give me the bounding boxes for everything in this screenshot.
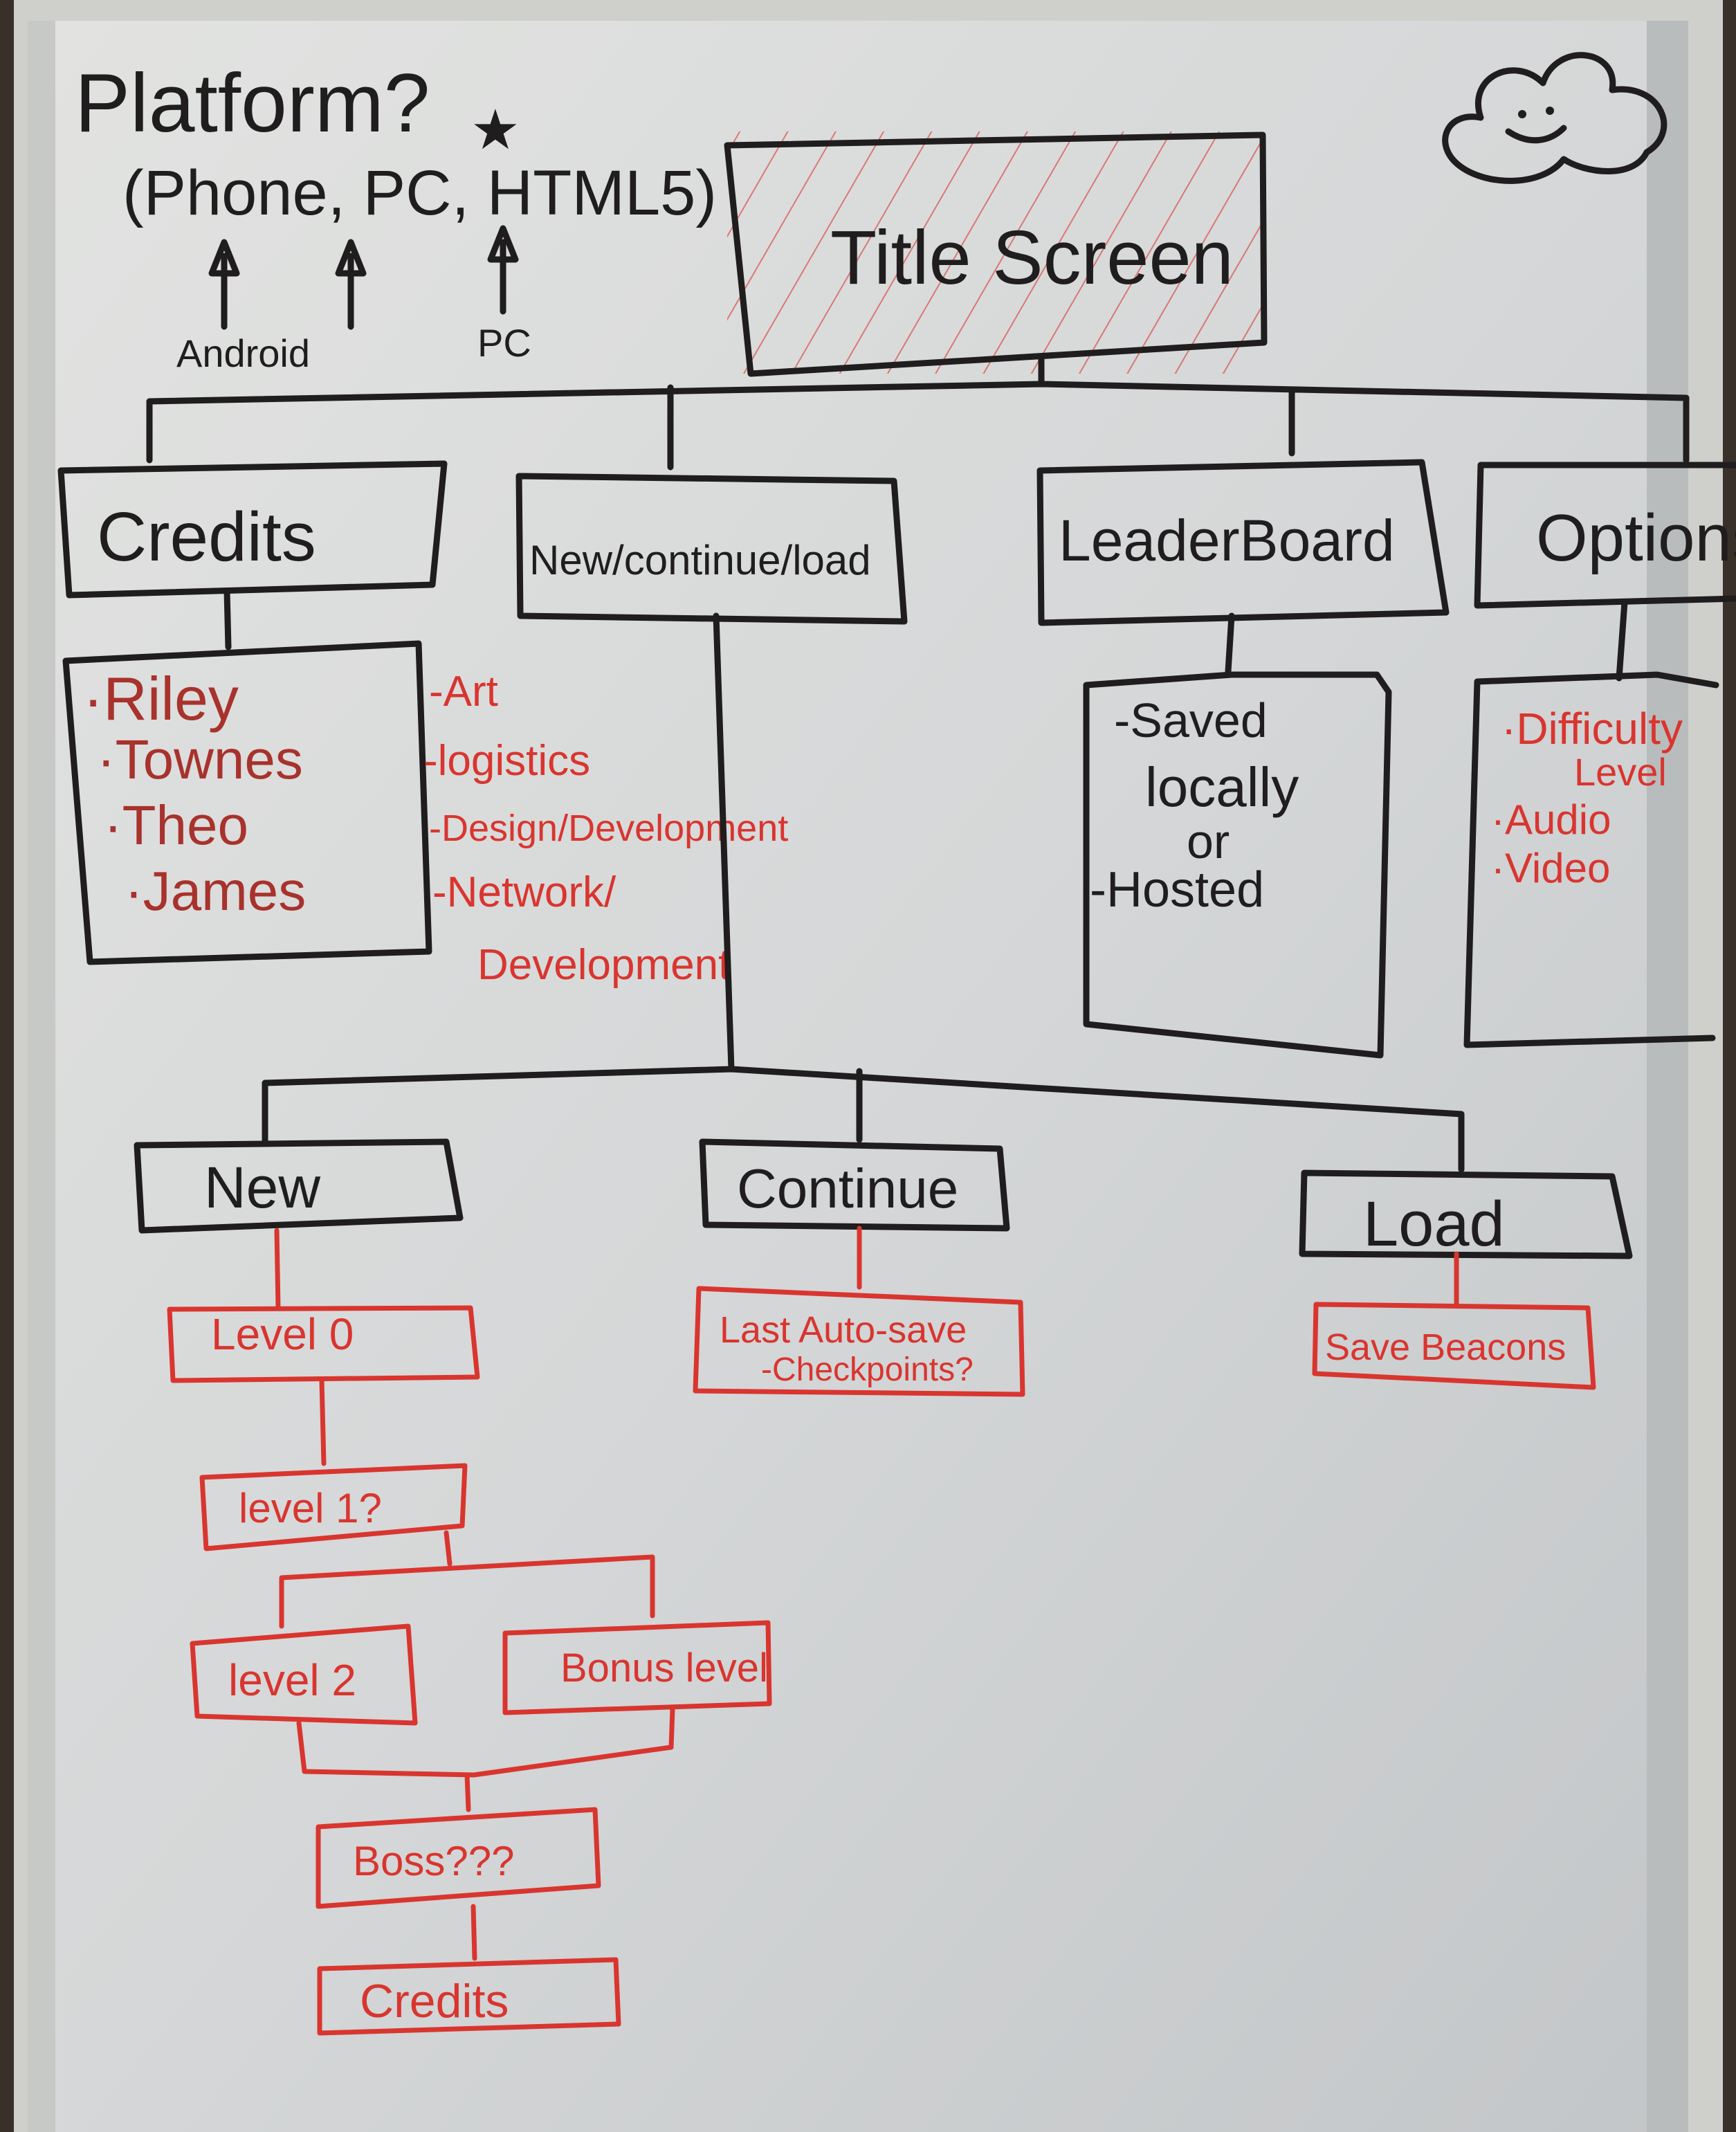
level0-node: Level 0 [167,1305,480,1383]
svg-text:·James: ·James [125,860,306,922]
svg-text:Continue: Continue [737,1158,958,1219]
svg-text:·Riley: ·Riley [83,664,239,733]
svg-text:Development: Development [477,941,730,989]
svg-text:-Hosted: -Hosted [1090,862,1264,918]
svg-text:Level 0: Level 0 [211,1309,354,1359]
platform-options: (Phone, PC, HTML5) [122,158,717,228]
load-node: Load [1299,1169,1633,1259]
boss-to-credits-connector [470,1904,477,1961]
game-mode-connectors [262,612,1465,1173]
new-continue-load-node: New/continue/load [515,473,908,625]
leaderboard-connector [1225,612,1235,675]
level0-to-level1-connector [319,1378,327,1466]
platform-heading: Platform? [75,57,430,149]
svg-text:-Network/: -Network/ [432,868,616,916]
arrow-label-pc: PC [477,321,531,365]
svg-text:-Design/Development: -Design/Development [429,808,788,849]
level2-node: level 2 [190,1623,418,1726]
svg-text:Level: Level [1574,750,1667,794]
svg-text:Save Beacons: Save Beacons [1325,1327,1566,1368]
title-screen-label: Title Screen [830,215,1234,300]
leaderboard-notes-box: -Saved locally or -Hosted [1083,671,1392,1059]
credits-list-box: ·Riley ·Townes ·Theo ·James [62,640,432,965]
title-screen-node: Title Screen [724,131,1268,377]
credits-connector [223,588,232,650]
svg-text:LeaderBoard: LeaderBoard [1059,508,1395,573]
new-to-level0-connector [274,1228,281,1311]
board-frame-left-strip [28,21,55,2132]
svg-text:·Theo: ·Theo [104,794,248,856]
svg-text:·Video: ·Video [1491,845,1610,891]
svg-text:Credits: Credits [360,1975,509,2028]
svg-text:level 1?: level 1? [239,1485,382,1531]
continue-node: Continue [699,1138,1010,1232]
boss-node: Boss??? [316,1807,601,1909]
options-connector [1616,599,1628,682]
svg-text:Credits: Credits [97,498,316,576]
svg-text:level 2: level 2 [228,1655,356,1705]
svg-text:New/continue/load: New/continue/load [529,537,871,583]
platform-arrows [208,225,519,330]
svg-text:locally: locally [1145,756,1299,818]
star-mark: ★ [470,99,520,161]
level1-node: level 1? [199,1463,468,1551]
new-node: New [134,1138,464,1234]
final-credits-node: Credits [317,1957,621,2036]
options-list-box: ·Difficulty Level ·Audio ·Video [1463,671,1719,1048]
bonus-level-node: Bonus level [502,1620,772,1715]
svg-text:·Audio: ·Audio [1491,796,1611,843]
top-connectors [146,353,1690,471]
board-frame-right-strip [1647,21,1688,2132]
credits-roles: -Art -logistics -Design/Development -Net… [423,668,788,989]
level1-branch-connector [279,1530,655,1629]
svg-text:·Townes: ·Townes [97,729,303,790]
svg-text:·Difficulty: ·Difficulty [1501,704,1683,754]
arrow-label-android: Android [176,331,310,375]
options-node: Options [1474,462,1736,609]
leaderboard-node: LeaderBoard [1036,459,1450,626]
svg-text:Last Auto-save: Last Auto-save [720,1309,967,1351]
svg-text:-Saved: -Saved [1114,693,1268,747]
credits-node: Credits [57,460,448,599]
continue-detail-box: Last Auto-save -Checkpoints? [693,1286,1025,1397]
svg-text:-logistics: -logistics [423,737,590,785]
svg-text:-Art: -Art [429,668,498,716]
svg-text:Options: Options [1536,501,1736,575]
svg-text:or: or [1187,814,1230,868]
svg-text:Boss???: Boss??? [353,1838,515,1884]
cloud-doodle [1442,52,1668,184]
svg-text:Bonus level: Bonus level [560,1646,768,1691]
save-beacons-box: Save Beacons [1312,1302,1596,1390]
svg-text:New: New [204,1155,320,1220]
svg-text:-Checkpoints?: -Checkpoints? [761,1351,974,1388]
merge-to-boss-connector [296,1706,675,1812]
svg-text:Load: Load [1363,1189,1505,1259]
